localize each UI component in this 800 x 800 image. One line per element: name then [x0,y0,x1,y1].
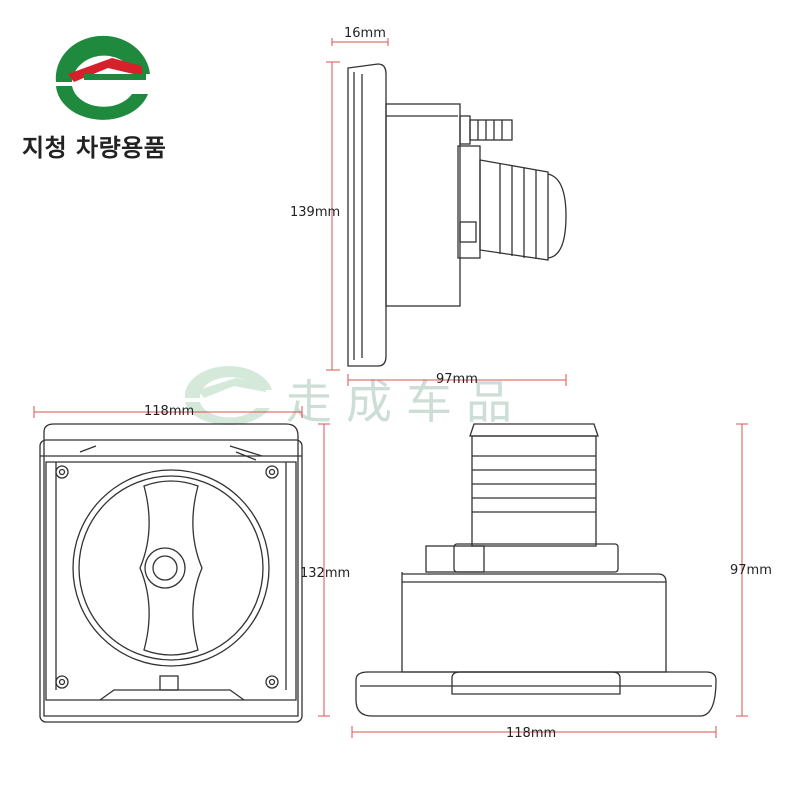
profile-view [355,423,717,717]
dimension-lines [33,38,748,738]
dim-side-depth: 16mm [344,26,386,41]
dim-profile-width: 118mm [506,726,557,741]
dim-side-body-width: 97mm [436,372,478,387]
brand-logo [55,35,150,120]
dim-front-height: 132mm [300,566,351,581]
dim-profile-height: 97mm [730,563,772,578]
side-view [347,63,567,367]
dim-front-width: 118mm [144,404,195,419]
watermark-text: 走成车品 [286,375,526,429]
watermark-logo [184,366,272,426]
front-view [39,423,303,723]
dim-side-height: 139mm [290,205,341,220]
brand-name: 지청 차량용품 [22,134,167,162]
